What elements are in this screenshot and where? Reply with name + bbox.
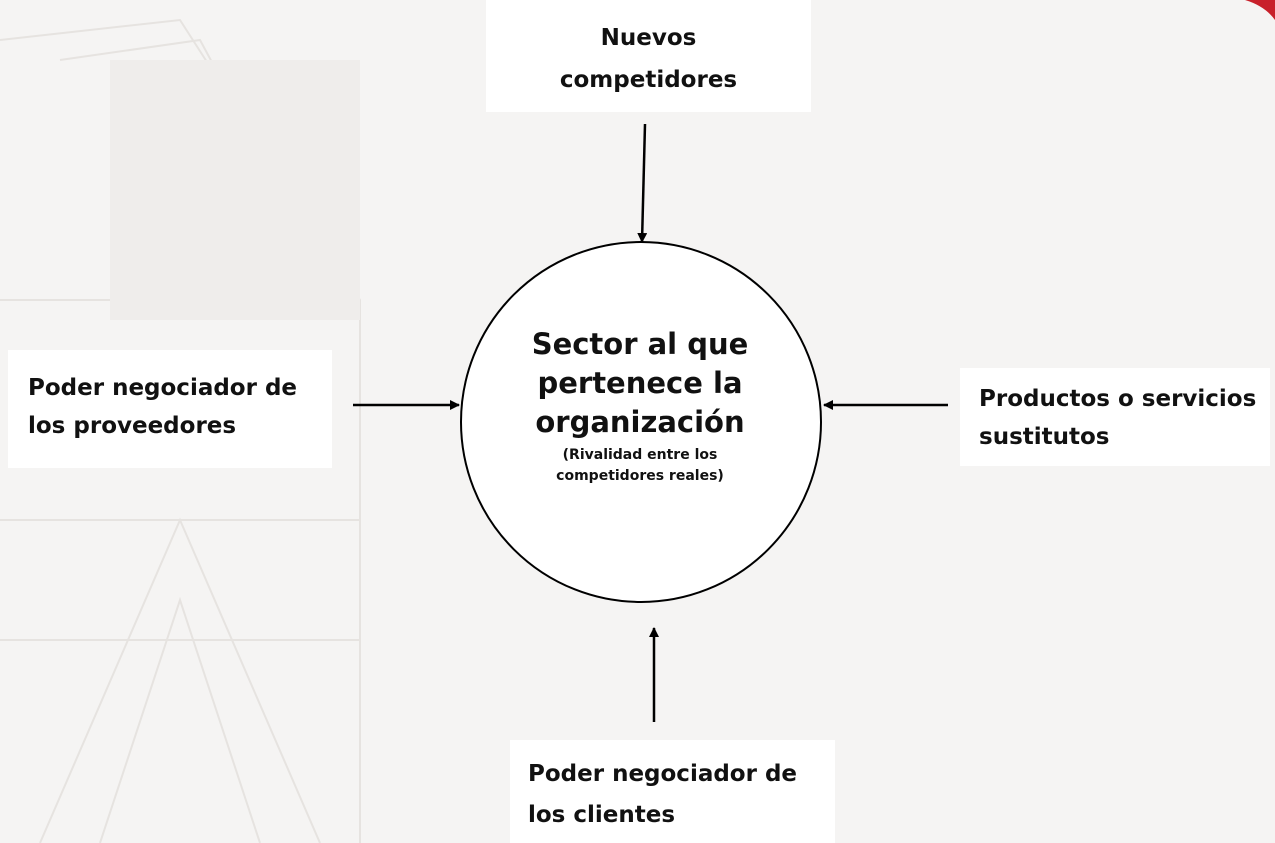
- force-label-line2: competidores: [559, 67, 738, 93]
- center-subtitle-line1: (Rivalidad entre los: [562, 447, 718, 463]
- force-label-line2: sustitutos: [979, 424, 1110, 450]
- force-box-supplier-power: Poder negociador de los proveedores: [8, 350, 332, 468]
- center-label: Sector al que pertenece la organización …: [475, 325, 805, 487]
- corner-logo-mark: [1245, 0, 1275, 20]
- center-subtitle-line2: competidores reales): [556, 468, 724, 484]
- center-subtitle: (Rivalidad entre los competidores reales…: [475, 445, 805, 487]
- force-label-line2: los proveedores: [28, 413, 237, 439]
- force-label-line1: Productos o servicios: [979, 386, 1257, 412]
- force-label-line1: Poder negociador de: [28, 375, 298, 401]
- force-box-new-competitors: Nuevos competidores: [486, 0, 811, 112]
- force-label-line2: los clientes: [528, 802, 676, 828]
- force-box-substitutes: Productos o servicios sustitutos: [960, 368, 1270, 466]
- center-title: Sector al que pertenece la organización: [531, 327, 749, 439]
- force-box-buyer-power: Poder negociador de los clientes: [510, 740, 835, 843]
- force-label-line1: Nuevos: [600, 25, 697, 51]
- force-label-line1: Poder negociador de: [528, 761, 798, 787]
- arrow-top: [637, 123, 648, 243]
